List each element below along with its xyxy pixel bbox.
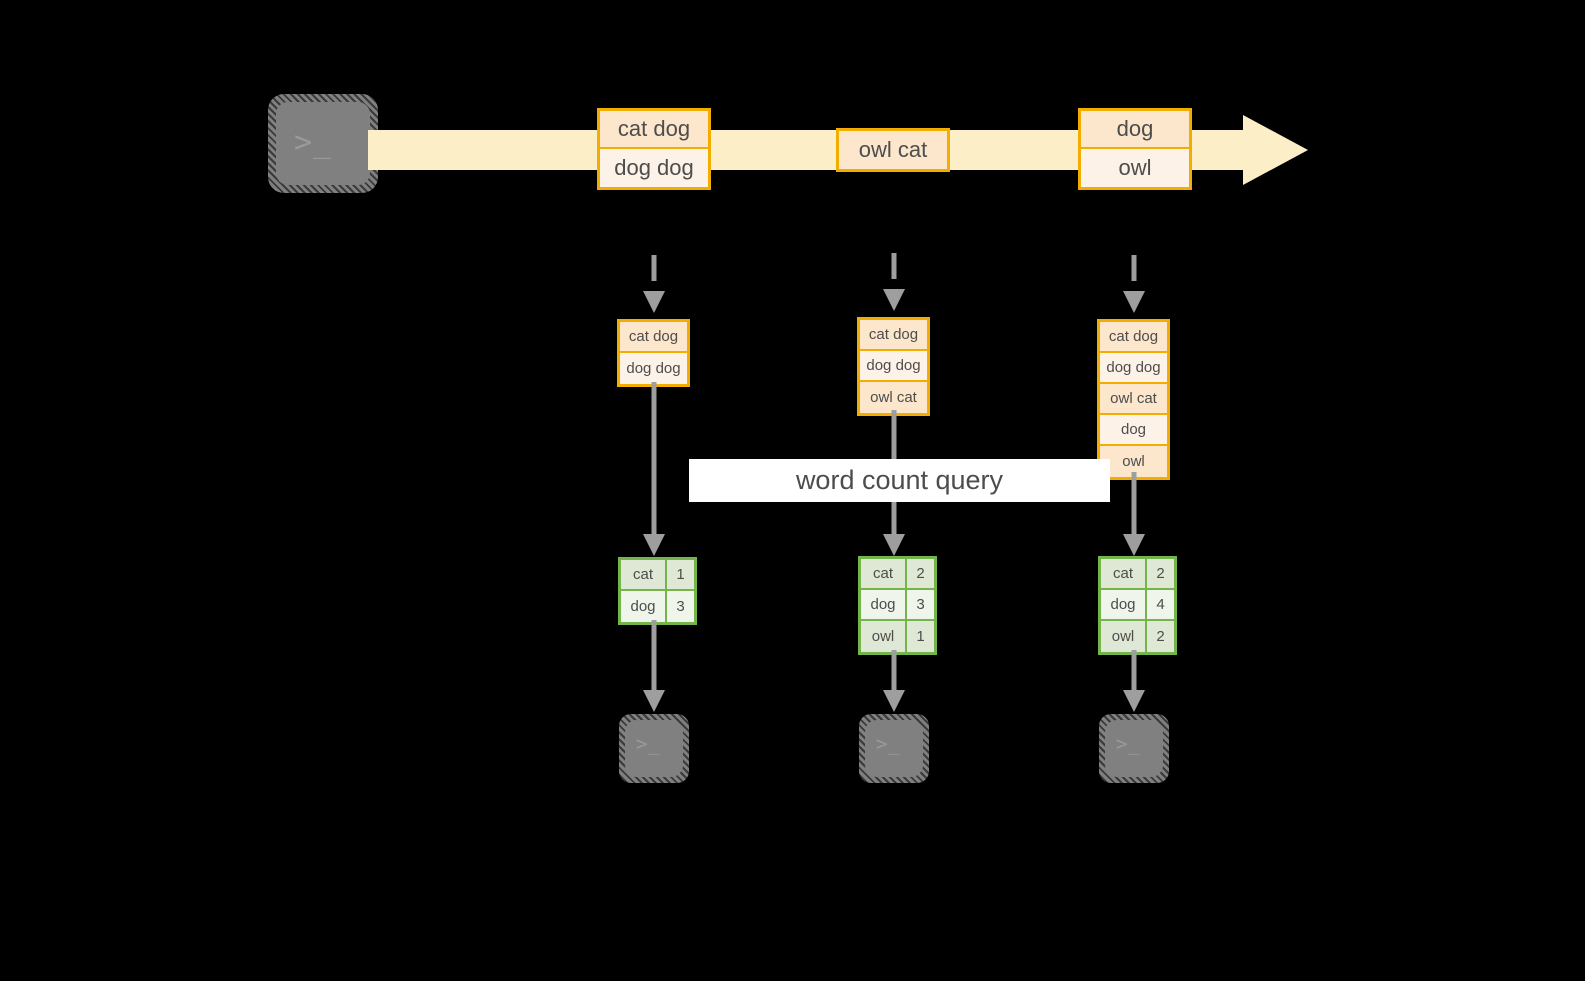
sink-terminal-body — [625, 720, 683, 777]
result-table-trigger-3[interactable]: cat 2 dog 4 owl 2 — [1098, 556, 1177, 655]
record-cell: dog dog — [600, 149, 708, 187]
sink-terminal-body — [865, 720, 923, 777]
terminal-prompt-icon: >_ — [636, 733, 661, 755]
record-cell: owl — [1081, 149, 1189, 187]
input-row: cat dog — [620, 322, 687, 353]
input-row: dog — [1100, 415, 1167, 446]
source-terminal-body — [276, 102, 370, 185]
sink-terminal-trigger-2[interactable]: >_ — [859, 714, 929, 783]
result-key: cat — [1101, 559, 1147, 588]
result-key: dog — [621, 591, 667, 622]
trigger-3-query-connector — [1123, 472, 1145, 556]
result-count: 2 — [1147, 621, 1174, 652]
trigger-3-sink-connector — [1123, 650, 1145, 712]
sink-terminal-body — [1105, 720, 1163, 777]
input-row: dog dog — [620, 353, 687, 384]
table-row: cat 2 — [861, 559, 934, 590]
result-count: 3 — [667, 591, 694, 622]
source-terminal-node[interactable]: >_ — [268, 94, 378, 193]
input-row: owl cat — [860, 382, 927, 413]
result-key: owl — [861, 621, 907, 652]
table-row: owl 1 — [861, 621, 934, 652]
query-label: word count query — [689, 459, 1110, 502]
result-table-trigger-2[interactable]: cat 2 dog 3 owl 1 — [858, 556, 937, 655]
result-key: dog — [1101, 590, 1147, 619]
table-row: cat 2 — [1101, 559, 1174, 590]
trigger-2-dashed-connector — [883, 253, 905, 311]
result-count: 1 — [907, 621, 934, 652]
result-key: cat — [861, 559, 907, 588]
sink-terminal-trigger-3[interactable]: >_ — [1099, 714, 1169, 783]
trigger-2-sink-connector — [883, 650, 905, 712]
input-table-trigger-1[interactable]: cat dog dog dog — [617, 319, 690, 387]
terminal-prompt-icon: >_ — [1116, 733, 1141, 755]
input-row: cat dog — [1100, 322, 1167, 353]
record-cell: owl cat — [839, 131, 947, 169]
input-row: owl — [1100, 446, 1167, 477]
result-count: 3 — [907, 590, 934, 619]
stream-batch-1[interactable]: cat dog dog dog — [597, 108, 711, 190]
terminal-prompt-icon: >_ — [294, 125, 333, 160]
stream-batch-3[interactable]: dog owl — [1078, 108, 1192, 190]
table-row: dog 4 — [1101, 590, 1174, 621]
table-row: dog 3 — [621, 591, 694, 622]
result-count: 4 — [1147, 590, 1174, 619]
table-row: dog 3 — [861, 590, 934, 621]
result-count: 2 — [1147, 559, 1174, 588]
input-row: dog dog — [860, 351, 927, 382]
result-key: dog — [861, 590, 907, 619]
sink-terminal-trigger-1[interactable]: >_ — [619, 714, 689, 783]
trigger-1-query-connector — [643, 382, 665, 556]
input-row: dog dog — [1100, 353, 1167, 384]
result-count: 2 — [907, 559, 934, 588]
result-count: 1 — [667, 560, 694, 589]
terminal-prompt-icon: >_ — [876, 733, 901, 755]
input-row: cat dog — [860, 320, 927, 351]
record-cell: dog — [1081, 111, 1189, 149]
result-key: cat — [621, 560, 667, 589]
input-row: owl cat — [1100, 384, 1167, 415]
trigger-3-dashed-connector — [1123, 255, 1145, 313]
input-table-trigger-3[interactable]: cat dog dog dog owl cat dog owl — [1097, 319, 1170, 480]
table-row: cat 1 — [621, 560, 694, 591]
stream-batch-2[interactable]: owl cat — [836, 128, 950, 172]
result-key: owl — [1101, 621, 1147, 652]
trigger-1-sink-connector — [643, 620, 665, 712]
table-row: owl 2 — [1101, 621, 1174, 652]
result-table-trigger-1[interactable]: cat 1 dog 3 — [618, 557, 697, 625]
record-cell: cat dog — [600, 111, 708, 149]
trigger-1-dashed-connector — [643, 255, 665, 313]
input-table-trigger-2[interactable]: cat dog dog dog owl cat — [857, 317, 930, 416]
